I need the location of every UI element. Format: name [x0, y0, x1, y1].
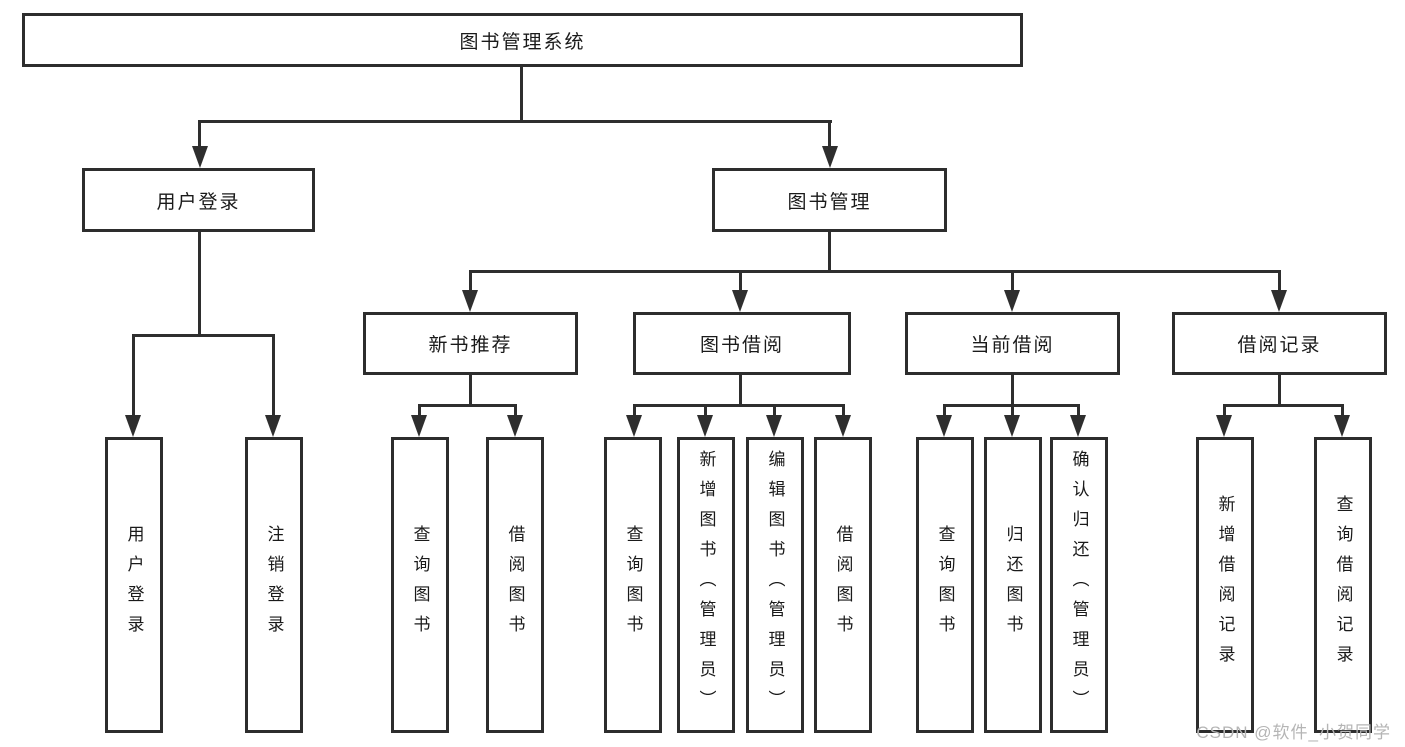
arrowhead-down — [507, 415, 523, 437]
node-label: 图书借阅 — [699, 335, 784, 356]
node-label: 注销登录 — [264, 525, 284, 645]
node-label: 用户登录 — [156, 191, 241, 213]
node-cb-confirm-return-admin: 确认归还（管理员） — [1050, 437, 1108, 733]
connector-line — [1278, 270, 1281, 292]
node-label: 查询图书 — [935, 525, 955, 645]
arrowhead-down — [192, 146, 208, 168]
node-logout: 注销登录 — [245, 437, 303, 733]
node-label: 用户登录 — [124, 525, 144, 645]
arrowhead-down — [1216, 415, 1232, 437]
node-book-borrowing: 图书借阅 — [633, 312, 851, 375]
arrowhead-down — [835, 415, 851, 437]
connector-line — [943, 404, 946, 418]
node-br-query-record: 查询借阅记录 — [1314, 437, 1372, 733]
connector-line — [633, 404, 636, 418]
connector-line — [842, 404, 845, 418]
arrowhead-down — [936, 415, 952, 437]
node-nbr-borrow-books: 借阅图书 — [486, 437, 544, 733]
node-new-book-recommend: 新书推荐 — [363, 312, 578, 375]
node-label: 借阅图书 — [833, 525, 853, 645]
node-book-management-system: 图书管理系统 — [22, 13, 1023, 67]
arrowhead-down — [732, 290, 748, 312]
connector-line — [1278, 375, 1281, 407]
node-bb-edit-books-admin: 编辑图书（管理员） — [746, 437, 804, 733]
node-label: 新书推荐 — [428, 335, 513, 356]
connector-line — [633, 404, 844, 407]
connector-line — [1011, 270, 1014, 292]
node-borrowing-records: 借阅记录 — [1172, 312, 1387, 375]
node-nbr-query-books: 查询图书 — [391, 437, 449, 733]
connector-line — [1011, 375, 1014, 407]
node-bb-add-books-admin: 新增图书（管理员） — [677, 437, 735, 733]
connector-line — [132, 334, 135, 419]
node-cb-query-books: 查询图书 — [916, 437, 974, 733]
node-br-add-record: 新增借阅记录 — [1196, 437, 1254, 733]
arrowhead-down — [766, 415, 782, 437]
node-label: 编辑图书（管理员） — [765, 450, 785, 720]
node-label: 图书管理 — [787, 191, 872, 213]
connector-line — [132, 334, 275, 337]
arrowhead-down — [626, 415, 642, 437]
connector-line — [469, 270, 472, 292]
node-user-login-leaf: 用户登录 — [105, 437, 163, 733]
connector-line — [514, 404, 517, 418]
connector-line — [739, 375, 742, 407]
node-label: 查询图书 — [623, 525, 643, 645]
connector-line — [1341, 404, 1344, 418]
connector-line — [418, 404, 421, 418]
connector-line — [198, 232, 201, 337]
connector-line — [198, 120, 201, 148]
connector-line — [1011, 404, 1014, 418]
node-label: 当前借阅 — [970, 335, 1055, 356]
node-label: 归还图书 — [1003, 525, 1023, 645]
node-label: 借阅记录 — [1237, 335, 1322, 356]
arrowhead-down — [1271, 290, 1287, 312]
node-current-borrowing: 当前借阅 — [905, 312, 1120, 375]
connector-line — [198, 120, 832, 123]
node-bb-borrow-books: 借阅图书 — [814, 437, 872, 733]
node-bb-query-books: 查询图书 — [604, 437, 662, 733]
node-cb-return-books: 归还图书 — [984, 437, 1042, 733]
connector-line — [828, 120, 831, 148]
arrowhead-down — [1070, 415, 1086, 437]
connector-line — [418, 404, 517, 407]
arrowhead-down — [1334, 415, 1350, 437]
arrowhead-down — [822, 146, 838, 168]
connector-line — [1223, 404, 1226, 418]
arrowhead-down — [1004, 290, 1020, 312]
node-label: 新增借阅记录 — [1215, 495, 1235, 675]
node-label: 确认归还（管理员） — [1069, 450, 1089, 720]
node-user-login: 用户登录 — [82, 168, 315, 232]
node-label: 图书管理系统 — [459, 31, 586, 53]
arrowhead-down — [265, 415, 281, 437]
node-book-management: 图书管理 — [712, 168, 947, 232]
node-label: 新增图书（管理员） — [696, 450, 716, 720]
connector-line — [828, 232, 831, 273]
arrowhead-down — [1004, 415, 1020, 437]
node-label: 查询借阅记录 — [1333, 495, 1353, 675]
arrowhead-down — [125, 415, 141, 437]
node-label: 查询图书 — [410, 525, 430, 645]
connector-line — [1223, 404, 1344, 407]
csdn-watermark: CSDN @软件_小贺同学 — [1196, 723, 1391, 742]
connector-line — [1077, 404, 1080, 418]
connector-line — [773, 404, 776, 418]
arrowhead-down — [462, 290, 478, 312]
connector-line — [704, 404, 707, 418]
connector-line — [739, 270, 742, 292]
node-label: 借阅图书 — [505, 525, 525, 645]
connector-line — [272, 334, 275, 419]
connector-line — [469, 375, 472, 407]
connector-line — [520, 65, 523, 122]
arrowhead-down — [697, 415, 713, 437]
arrowhead-down — [411, 415, 427, 437]
connector-line — [469, 270, 1281, 273]
